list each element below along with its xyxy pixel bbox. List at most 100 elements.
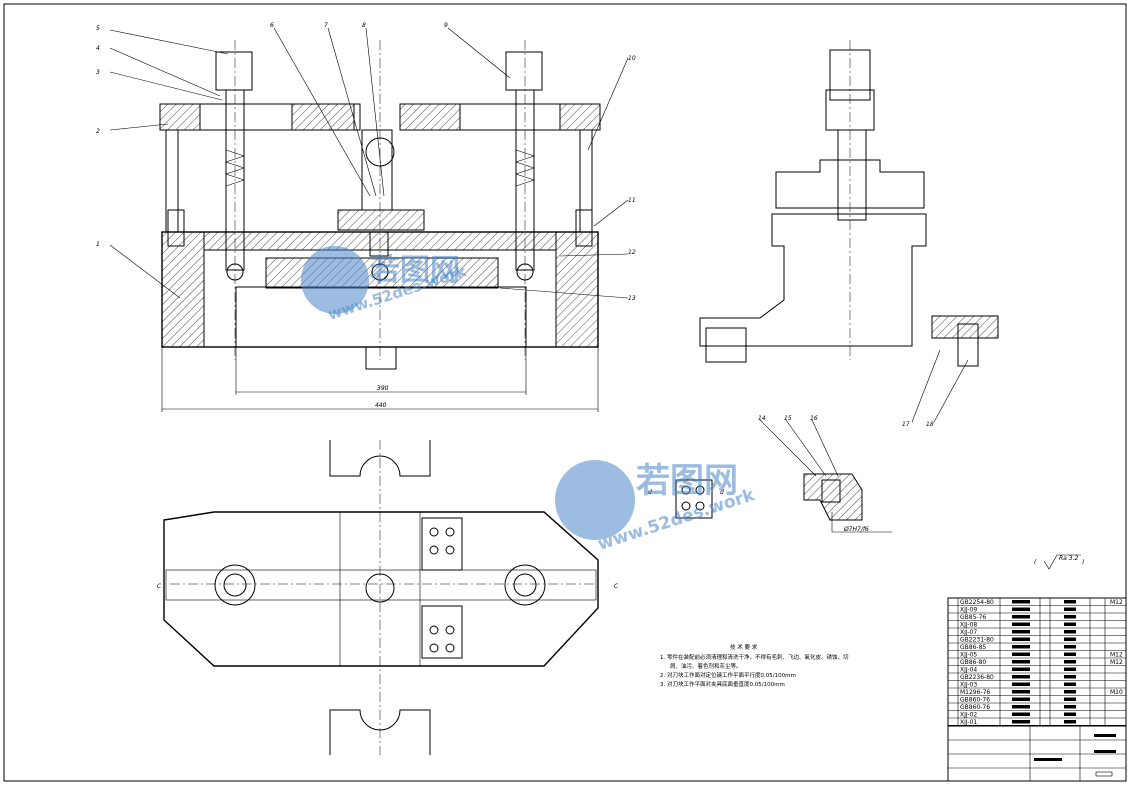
parts-list-code: GB860-76: [960, 704, 990, 711]
parts-list-name-redacted: [1012, 712, 1030, 716]
parts-list-name-redacted: [1012, 697, 1030, 701]
parts-list-code: GB860-76: [960, 697, 990, 704]
roughness-symbol: ( Ra 3.2 ): [1034, 554, 1084, 570]
parts-list-name-redacted: [1012, 675, 1030, 679]
balloon-10: 10: [628, 55, 636, 62]
tolerance-mark-right: d: [720, 489, 724, 496]
parts-list-material-redacted: [1064, 667, 1076, 671]
watermark-brand-2: 若图网: [636, 461, 738, 501]
parts-list-material-redacted: [1064, 682, 1076, 686]
parts-list-material-redacted: [1064, 675, 1076, 679]
balloon-9: 9: [444, 22, 448, 29]
balloon-7: 7: [324, 22, 328, 29]
tolerance-mark-left: d: [648, 489, 652, 496]
parts-list-material-redacted: [1064, 630, 1076, 634]
balloon-6: 6: [270, 22, 274, 29]
parts-list-material-redacted: [1064, 622, 1076, 626]
detail-view: 14 15 16 Ø7H7/f6 d d: [648, 415, 892, 533]
balloon-16: 16: [810, 415, 818, 422]
parts-list-name-redacted: [1012, 652, 1030, 656]
balloon-4: 4: [96, 45, 100, 52]
note-line-2: 2. 对刀块工作面对定位键工作平面平行度0.05/100mm: [660, 671, 796, 679]
parts-list-code: GB2254-80: [960, 599, 994, 606]
parts-list-code: GB2231-80: [960, 637, 994, 644]
balloon-13: 13: [628, 295, 636, 302]
parts-list-material-redacted: [1064, 712, 1076, 716]
parts-list-code: XJJ-08: [960, 622, 977, 629]
parts-list-code: XJJ-02: [960, 712, 977, 719]
balloon-2: 2: [96, 128, 100, 135]
parts-list-material-redacted: [1064, 645, 1076, 649]
parts-list-name-redacted: [1012, 637, 1030, 641]
balloon-3: 3: [96, 69, 100, 76]
parts-list-code: M1296-76: [960, 689, 990, 696]
parts-list-code: XJJ-01: [960, 719, 977, 726]
parts-list-code: XJJ-03: [960, 682, 977, 689]
balloon-14: 14: [758, 415, 766, 422]
dimension-inner: 390: [377, 385, 389, 392]
watermark-1: 若图网 www.52des.work: [301, 246, 469, 324]
fit-callout: Ø7H7/f6: [843, 526, 869, 533]
parts-list-name-redacted: [1012, 600, 1030, 604]
balloon-5: 5: [96, 25, 100, 32]
balloon-8: 8: [362, 22, 366, 29]
balloon-1: 1: [96, 241, 100, 248]
parts-list-material-redacted: [1064, 705, 1076, 709]
parts-list-name-redacted: [1012, 660, 1030, 664]
parts-list-material-redacted: [1064, 600, 1076, 604]
parts-list-material-redacted: [1064, 637, 1076, 641]
parts-list-code: GB86-80: [960, 659, 986, 666]
note-line-3: 3. 对刀块工作平面对夹具底面垂直度0.05/100mm: [660, 680, 785, 688]
parts-list-name-redacted: [1012, 615, 1030, 619]
balloon-17: 17: [902, 421, 910, 428]
side-view: 17 18: [699, 40, 999, 428]
balloon-18: 18: [926, 421, 934, 428]
parts-list-material-redacted: [1064, 690, 1076, 694]
parts-list-code: GB2236-80: [960, 674, 994, 681]
parts-list-material-redacted: [1064, 697, 1076, 701]
parts-list-material-redacted: [1064, 720, 1076, 724]
front-view: 390 440 5 4 3 2 1 6 7 8 9 10 11 12 13: [96, 22, 636, 412]
parts-list-code: XJJ-09: [960, 607, 977, 614]
drawing-border: [3, 3, 1127, 782]
parts-list-material-redacted: [1064, 660, 1076, 664]
watermark-2: 若图网 www.52des.work: [555, 460, 758, 555]
section-label-right: C: [614, 583, 619, 590]
parts-list-note: M12: [1110, 659, 1123, 666]
parts-list-name-redacted: [1012, 622, 1030, 626]
parts-list-code: XJJ-05: [960, 652, 977, 659]
watermark-brand-1: 若图网: [370, 253, 460, 288]
parts-list-note: M10: [1110, 689, 1123, 696]
note-line-1: 1. 零件在装配前必须清理和清洗干净，不得有毛刺、飞边、氧化皮、锈蚀、切: [660, 653, 849, 661]
svg-text:): ): [1081, 559, 1084, 566]
parts-list-name-redacted: [1012, 607, 1030, 611]
parts-list-material-redacted: [1064, 615, 1076, 619]
top-view: C C: [157, 440, 619, 755]
parts-list-name-redacted: [1012, 667, 1030, 671]
parts-list-note: M12: [1110, 652, 1123, 659]
notes-title: 技 术 要 求: [730, 643, 758, 651]
title-block: [947, 725, 1127, 782]
section-label-left: C: [157, 583, 162, 590]
parts-list-name-redacted: [1012, 720, 1030, 724]
parts-list-name-redacted: [1012, 645, 1030, 649]
parts-list-name-redacted: [1012, 705, 1030, 709]
balloon-12: 12: [628, 249, 636, 256]
svg-text:Ra 3.2: Ra 3.2: [1059, 555, 1078, 562]
balloon-15: 15: [784, 415, 792, 422]
dimension-overall: 440: [375, 402, 387, 409]
parts-list-name-redacted: [1012, 630, 1030, 634]
svg-text:(: (: [1034, 559, 1037, 566]
parts-list-note: M12: [1110, 599, 1123, 606]
parts-list-code: GB86-85: [960, 644, 986, 651]
parts-list-code: XJJ-07: [960, 629, 977, 636]
parts-list-code: GB85-76: [960, 614, 986, 621]
parts-list-name-redacted: [1012, 682, 1030, 686]
parts-list-name-redacted: [1012, 690, 1030, 694]
parts-list-code: XJJ-04: [960, 667, 977, 674]
technical-notes: 技 术 要 求 1. 零件在装配前必须清理和清洗干净，不得有毛刺、飞边、氧化皮、…: [660, 643, 849, 688]
balloon-11: 11: [628, 197, 636, 204]
